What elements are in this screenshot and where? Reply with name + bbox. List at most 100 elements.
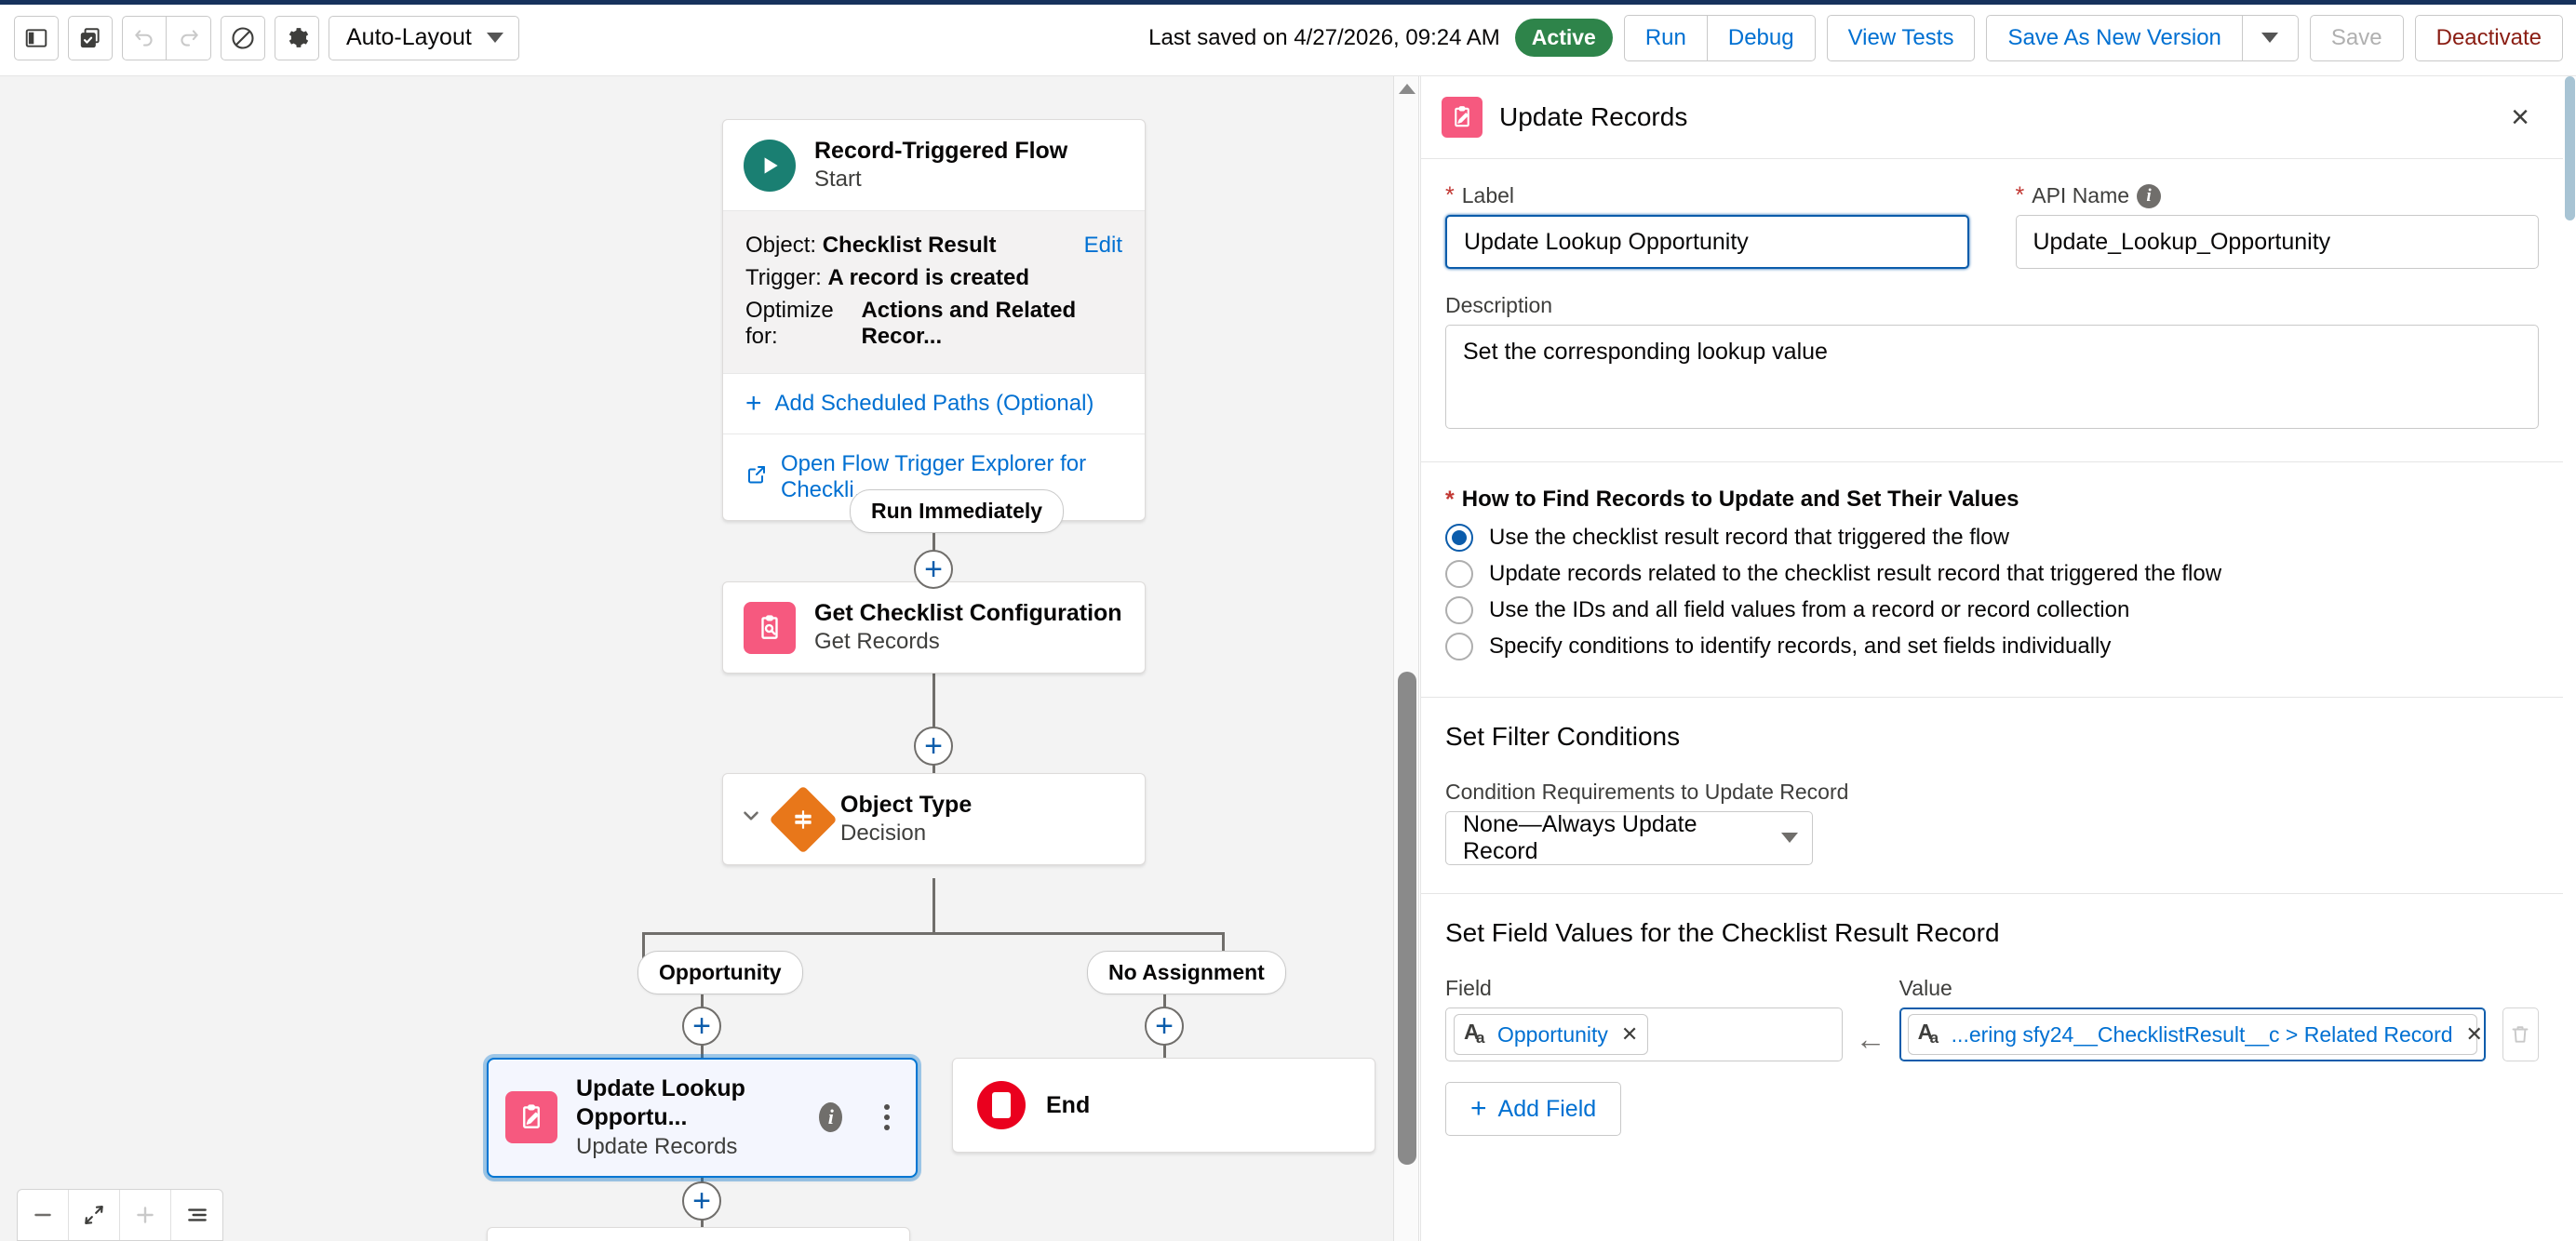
view-tests-button[interactable]: View Tests xyxy=(1826,14,1976,61)
add-element-button-right-branch[interactable]: + xyxy=(1145,1007,1184,1046)
radio-option-ids-and-values[interactable]: Use the IDs and all field values from a … xyxy=(1445,596,2539,624)
radio-option-related-records[interactable]: Update records related to the checklist … xyxy=(1445,560,2539,588)
canvas-vertical-scrollbar[interactable] xyxy=(1393,76,1419,1241)
open-flow-trigger-explorer-label: Open Flow Trigger Explorer for Checkli..… xyxy=(781,451,1087,503)
label-input[interactable] xyxy=(1445,215,1969,269)
flow-node-end-right[interactable]: End xyxy=(952,1058,1375,1153)
flow-node-start[interactable]: Record-Triggered Flow Start Object: Chec… xyxy=(722,119,1146,522)
add-element-button-after-update[interactable]: + xyxy=(682,1181,721,1221)
last-saved-text: Last saved on 4/27/2026, 09:24 AM xyxy=(1148,24,1500,50)
canvas-scrollbar-thumb[interactable] xyxy=(1398,672,1416,1165)
start-object-label: Object: xyxy=(745,233,817,259)
add-element-button-left-branch[interactable]: + xyxy=(682,1007,721,1046)
add-scheduled-paths-link[interactable]: + Add Scheduled Paths (Optional) xyxy=(723,374,1145,434)
branch-label-opportunity[interactable]: Opportunity xyxy=(637,951,803,994)
start-node-details: Object: Checklist Result Edit Trigger: A… xyxy=(723,210,1145,375)
scroll-up-arrow-icon[interactable] xyxy=(1399,84,1415,94)
delete-row-button[interactable] xyxy=(2502,1007,2539,1061)
decision-title: Object Type xyxy=(840,792,973,818)
settings-gear-icon[interactable] xyxy=(275,15,319,60)
zoom-to-fit-button[interactable] xyxy=(69,1190,120,1240)
save-button[interactable]: Save xyxy=(2309,14,2404,61)
copy-elements-icon[interactable] xyxy=(68,15,113,60)
radio-indicator[interactable] xyxy=(1445,560,1473,588)
branch-label-no-assignment[interactable]: No Assignment xyxy=(1087,951,1286,994)
remove-field-token-icon[interactable]: ✕ xyxy=(1620,1022,1639,1046)
condition-requirements-select[interactable]: None—Always Update Record xyxy=(1445,811,1813,865)
flow-node-decision[interactable]: Object Type Decision xyxy=(722,773,1146,866)
debug-button[interactable]: Debug xyxy=(1707,14,1816,61)
layout-mode-select[interactable]: Auto-Layout xyxy=(329,15,519,60)
end-bottom-header: End xyxy=(488,1228,909,1241)
start-optimize-value: Actions and Related Recor... xyxy=(861,298,1077,350)
flow-canvas[interactable]: Record-Triggered Flow Start Object: Chec… xyxy=(0,76,1393,1241)
start-node-subtitle: Start xyxy=(814,167,862,193)
deactivate-button[interactable]: Deactivate xyxy=(2414,14,2563,61)
update-records-title: Update Lookup Opportu... xyxy=(576,1075,745,1131)
top-toolbar: Auto-Layout Last saved on 4/27/2026, 09:… xyxy=(0,0,2576,76)
update-records-icon xyxy=(505,1091,557,1144)
close-icon[interactable]: × xyxy=(2511,100,2529,135)
chevron-down-icon[interactable] xyxy=(736,804,766,835)
remove-value-token-icon[interactable]: ✕ xyxy=(2465,1022,2483,1046)
undo-redo-group xyxy=(122,15,211,60)
flow-node-end-bottom[interactable]: End xyxy=(487,1227,910,1241)
panel-vertical-scrollbar[interactable] xyxy=(2563,76,2576,1241)
field-token-label: Opportunity xyxy=(1497,1021,1608,1047)
flow-node-update-records[interactable]: Update Lookup Opportu... Update Records … xyxy=(487,1058,918,1178)
api-name-input[interactable] xyxy=(2015,215,2539,269)
radio-indicator[interactable] xyxy=(1445,524,1473,552)
undo-icon[interactable] xyxy=(122,15,167,60)
radio-indicator[interactable] xyxy=(1445,633,1473,661)
start-optimize-label: Optimize for: xyxy=(745,298,834,350)
add-field-button[interactable]: + Add Field xyxy=(1445,1082,1622,1136)
redo-icon[interactable] xyxy=(167,15,211,60)
node-menu-button[interactable] xyxy=(874,1104,899,1131)
panel-scrollbar-thumb[interactable] xyxy=(2565,76,2575,220)
info-icon[interactable]: i xyxy=(819,1102,843,1133)
no-errors-icon[interactable] xyxy=(221,15,265,60)
api-name-field-label: * API Name i xyxy=(2016,183,2540,208)
zoom-in-button[interactable] xyxy=(120,1190,171,1240)
label-field-label-text: Label xyxy=(1461,183,1515,207)
panel-header: Update Records × xyxy=(1421,76,2563,159)
start-edit-link[interactable]: Edit xyxy=(1083,233,1122,259)
start-node-text: Record-Triggered Flow Start xyxy=(814,137,1067,193)
get-records-text: Get Checklist Configuration Get Records xyxy=(814,599,1122,656)
radio-option-triggering-record[interactable]: Use the checklist result record that tri… xyxy=(1445,524,2539,552)
toggle-auto-layout-button[interactable] xyxy=(171,1190,222,1240)
description-textarea[interactable] xyxy=(1445,325,2539,429)
assignment-arrow-icon: ← xyxy=(1855,1021,1886,1056)
label-field-label: * Label xyxy=(1445,183,1969,208)
open-flow-trigger-explorer-link[interactable]: Open Flow Trigger Explorer for Checkli..… xyxy=(723,434,1145,520)
flow-node-get-records[interactable]: Get Checklist Configuration Get Records xyxy=(722,581,1146,674)
run-button[interactable]: Run xyxy=(1623,14,1708,61)
required-asterisk: * xyxy=(1445,182,1455,208)
toggle-panel-icon[interactable] xyxy=(14,15,59,60)
radio-indicator[interactable] xyxy=(1445,596,1473,624)
external-link-icon xyxy=(745,463,768,492)
save-as-new-version-button[interactable]: Save As New Version xyxy=(1986,14,2243,61)
plus-icon: + xyxy=(1470,1093,1487,1124)
info-icon[interactable]: i xyxy=(2137,183,2162,208)
get-records-icon xyxy=(744,601,796,654)
zoom-out-button[interactable] xyxy=(18,1190,69,1240)
end-right-header: End xyxy=(953,1059,1375,1152)
chevron-down-icon xyxy=(2261,33,2279,43)
filter-conditions-heading: Set Filter Conditions xyxy=(1445,722,1681,751)
add-element-button-after-start[interactable]: + xyxy=(914,550,953,589)
start-node-title: Record-Triggered Flow xyxy=(814,138,1068,164)
save-options-dropdown-button[interactable] xyxy=(2242,14,2299,61)
add-element-button-after-get-records[interactable]: + xyxy=(914,727,953,766)
run-immediately-pill[interactable]: Run Immediately xyxy=(850,489,1065,533)
radio-option-specify-conditions[interactable]: Specify conditions to identify records, … xyxy=(1445,633,2539,661)
start-trigger-row: Trigger: A record is created xyxy=(745,265,1122,291)
panel-title: Update Records xyxy=(1499,102,1688,131)
api-name-field-group: * API Name i xyxy=(2015,183,2540,269)
